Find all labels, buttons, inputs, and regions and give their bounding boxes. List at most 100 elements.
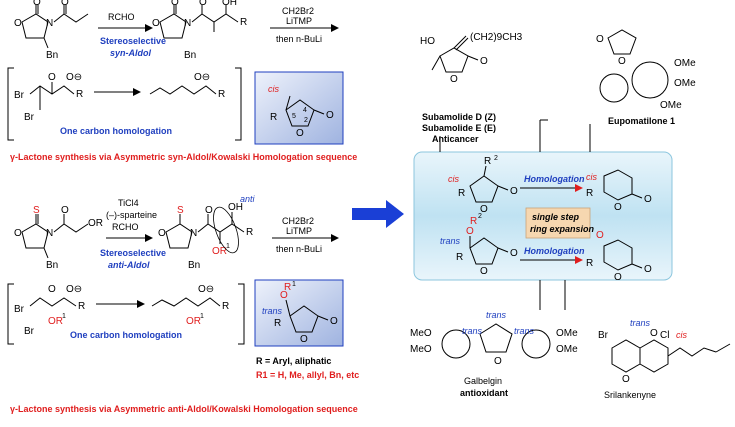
svg-text:R: R [456, 252, 463, 263]
svg-text:O: O [614, 272, 622, 283]
svg-text:Br: Br [24, 326, 35, 337]
reagent-ch2br2: CH2Br2 [282, 6, 314, 16]
top-intermediate-bracket: Br Br O O⊖ R O⊖ R One carbon homologatio… [7, 67, 242, 141]
svg-text:O: O [48, 72, 56, 83]
eupomatilone-name: Eupomatilone 1 [608, 116, 675, 126]
svg-text:OH: OH [228, 202, 243, 213]
svg-text:R: R [470, 216, 477, 227]
reagent-litmp: LiTMP [286, 16, 312, 26]
label-stereoselective-2: Stereoselective [100, 248, 166, 258]
svg-text:N: N [190, 228, 197, 239]
svg-text:R: R [76, 89, 83, 100]
center-cis-lactone: O O R 2 R cis [448, 155, 518, 215]
svg-text:1: 1 [226, 243, 230, 250]
svg-text:O⊖: O⊖ [194, 72, 210, 83]
center-trans: trans [440, 236, 461, 246]
svg-text:trans: trans [514, 326, 535, 336]
bottom-homologation-label: One carbon homologation [70, 330, 182, 340]
svg-text:5: 5 [292, 113, 296, 120]
svg-text:N: N [46, 18, 53, 29]
reagent-rcho: RCHO [108, 12, 135, 22]
svg-text:2: 2 [494, 155, 498, 162]
label-syn-aldol: syn-Aldol [110, 48, 152, 58]
svg-text:4: 4 [303, 107, 307, 114]
svg-text:O: O [480, 266, 488, 277]
svg-text:O: O [205, 205, 213, 216]
svg-text:Bn: Bn [46, 260, 58, 271]
svg-text:O: O [596, 230, 604, 241]
svg-text:Br: Br [598, 330, 609, 341]
svg-text:O: O [480, 204, 488, 215]
svg-text:2: 2 [478, 213, 482, 220]
svg-text:O: O [644, 194, 652, 205]
svg-text:trans: trans [462, 326, 483, 336]
svg-text:O: O [171, 0, 179, 8]
svg-text:MeO: MeO [410, 344, 432, 355]
galbelgin-structure: MeO MeO O OMe OMe trans trans trans [410, 310, 578, 367]
svg-text:O: O [466, 226, 474, 237]
srilankenyne-name: Srilankenyne [604, 390, 656, 400]
svg-text:R: R [586, 258, 593, 269]
svg-text:O: O [510, 248, 518, 259]
svg-text:O: O [300, 334, 308, 345]
svg-text:R: R [218, 89, 225, 100]
svg-text:R: R [78, 301, 85, 312]
svg-text:O: O [644, 264, 652, 275]
svg-text:O: O [480, 56, 488, 67]
label-stereoselective: Stereoselective [100, 36, 166, 46]
svg-text:2: 2 [304, 117, 308, 124]
svg-text:O: O [158, 228, 166, 239]
svg-text:S: S [33, 205, 40, 216]
svg-text:O: O [33, 0, 41, 8]
svg-text:O: O [494, 356, 502, 367]
svg-text:O: O [450, 74, 458, 85]
center-trans-valerolactone: O O O R [586, 230, 652, 283]
svg-text:O: O [326, 110, 334, 121]
ring-exp-line1: single step [532, 212, 580, 222]
subamolide-activity: Anticancer [432, 134, 479, 144]
svg-text:R: R [586, 188, 593, 199]
bottom-caption: γ-Lactone synthesis via Asymmetric anti-… [10, 404, 358, 414]
eupo-ome-1: OMe [674, 58, 696, 69]
svg-text:OMe: OMe [674, 78, 696, 89]
galbelgin-name: Galbelgin [464, 376, 502, 386]
reagent-nbuli: then n-BuLi [276, 34, 322, 44]
svg-text:Bn: Bn [188, 260, 200, 271]
center-cis-valerolactone: O O R cis [586, 169, 652, 213]
svg-text:1: 1 [62, 313, 66, 320]
reagent-ticl4: TiCl4 [118, 198, 139, 208]
svg-text:cis: cis [676, 330, 687, 340]
svg-text:O: O [280, 290, 288, 301]
svg-text:R: R [484, 156, 491, 167]
svg-text:N: N [46, 228, 53, 239]
svg-text:O: O [330, 316, 338, 327]
syn-aldol-product: O O N O OH R Bn [152, 0, 247, 61]
svg-text:O⊖: O⊖ [66, 72, 82, 83]
svg-text:R: R [270, 112, 277, 123]
svg-text:trans: trans [630, 318, 651, 328]
svg-text:OMe: OMe [660, 100, 682, 111]
svg-text:O: O [14, 18, 22, 29]
svg-text:O: O [48, 284, 56, 295]
ring-expansion-box [525, 207, 591, 239]
subamolide-structure: HO (CH2)9CH3 O O [420, 32, 523, 85]
center-trans-lactone: O O O R 2 R trans [440, 213, 518, 277]
bottom-intermediate-bracket: Br Br O O⊖ R OR 1 O⊖ R OR 1 One carbon h… [7, 283, 245, 345]
center-cis: cis [448, 174, 459, 184]
svg-text:O: O [61, 0, 69, 8]
center-homologation-1: Homologation [524, 174, 585, 184]
svg-text:HO: HO [420, 36, 435, 47]
svg-text:R: R [246, 227, 253, 238]
reagent-ch2br2-2: CH2Br2 [282, 216, 314, 226]
reagent-rcho-2: RCHO [112, 222, 139, 232]
srilankenyne-structure: Br O O Cl cis trans [598, 318, 731, 385]
svg-text:O: O [199, 0, 207, 8]
svg-text:O: O [622, 374, 630, 385]
svg-text:OMe: OMe [556, 344, 578, 355]
svg-text:OR: OR [48, 316, 63, 327]
svg-text:trans: trans [486, 310, 507, 320]
top-cis-label: cis [268, 84, 279, 94]
svg-text:R: R [458, 188, 465, 199]
svg-text:OR: OR [212, 246, 227, 257]
